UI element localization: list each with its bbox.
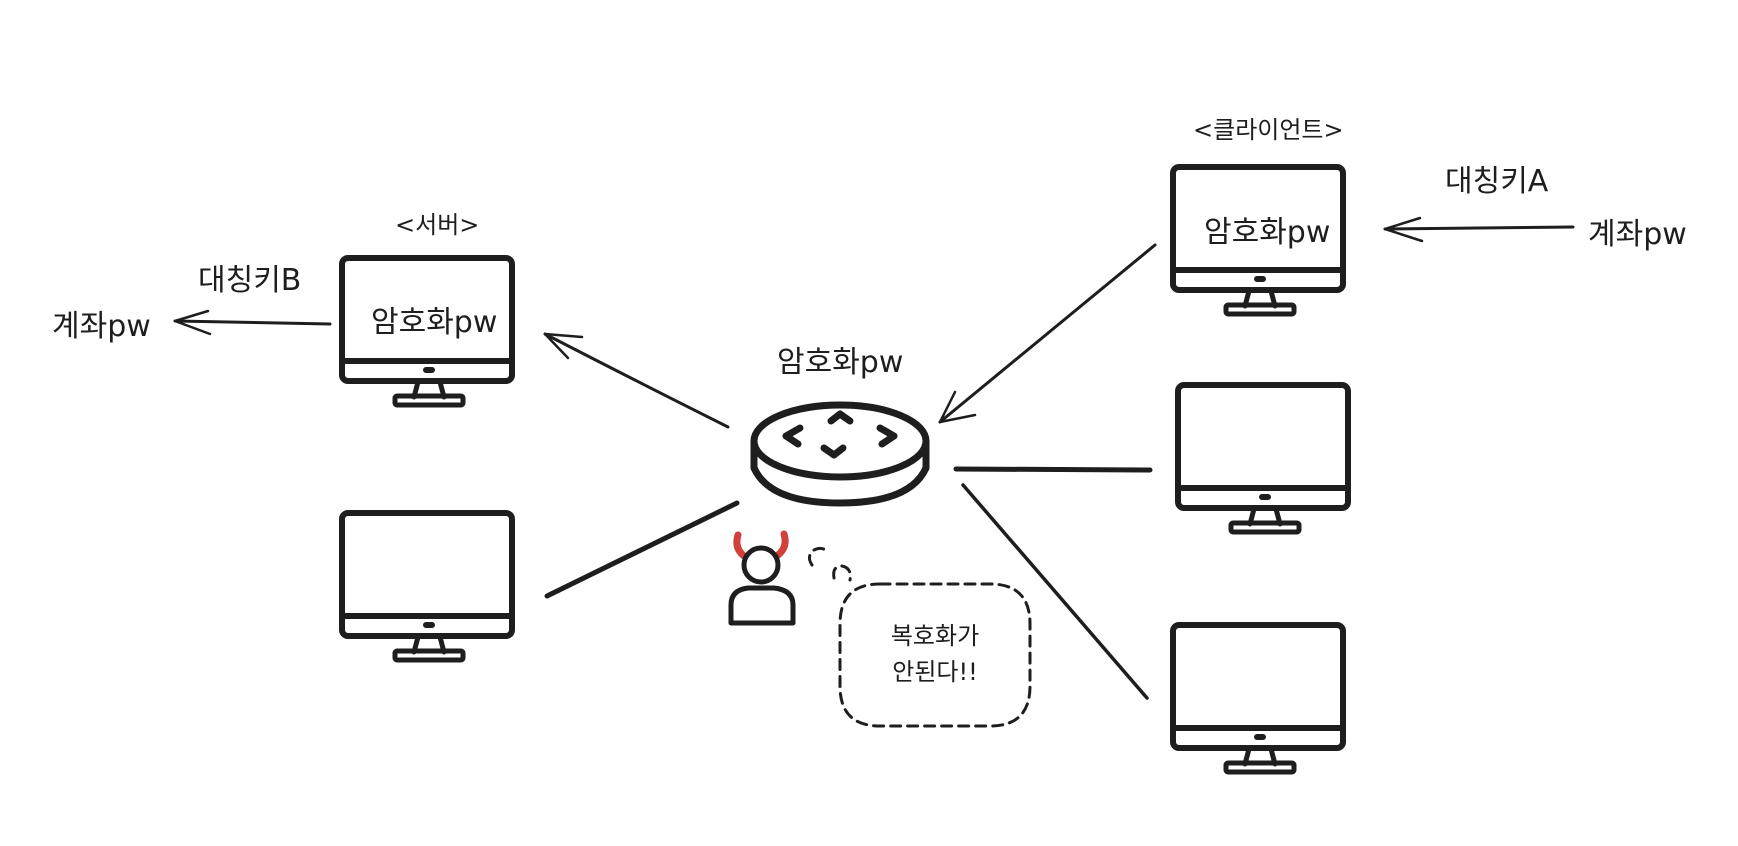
server-title: <서버> — [395, 211, 480, 239]
account-pw-right-label: 계좌pw — [1588, 217, 1687, 252]
thought-bubble-text: 복호화가 안된다!! — [855, 618, 1015, 690]
thought-bubble-line2: 안된다!! — [892, 658, 978, 686]
client-title: <클라이언트> — [1193, 116, 1344, 144]
client-monitor-bottom-icon — [1173, 625, 1343, 772]
attacker-person-icon — [728, 530, 796, 626]
server-encrypted-pw-label: 암호화pw — [371, 305, 498, 340]
connection-lines — [173, 216, 1575, 700]
network-encrypted-pw-label: 암호화pw — [777, 345, 904, 380]
symmetric-key-b-label: 대칭키B — [198, 263, 302, 298]
router-icon — [750, 401, 930, 507]
client-encrypted-pw-label: 암호화pw — [1204, 215, 1331, 250]
account-pw-left-label: 계좌pw — [52, 309, 151, 344]
thought-bubble-icon — [807, 546, 1032, 728]
client-monitor-middle-icon — [1178, 385, 1348, 532]
thought-bubble-line1: 복호화가 — [890, 622, 980, 650]
symmetric-key-a-label: 대칭키A — [1445, 164, 1549, 199]
server-monitor-bottom-icon — [342, 513, 512, 660]
